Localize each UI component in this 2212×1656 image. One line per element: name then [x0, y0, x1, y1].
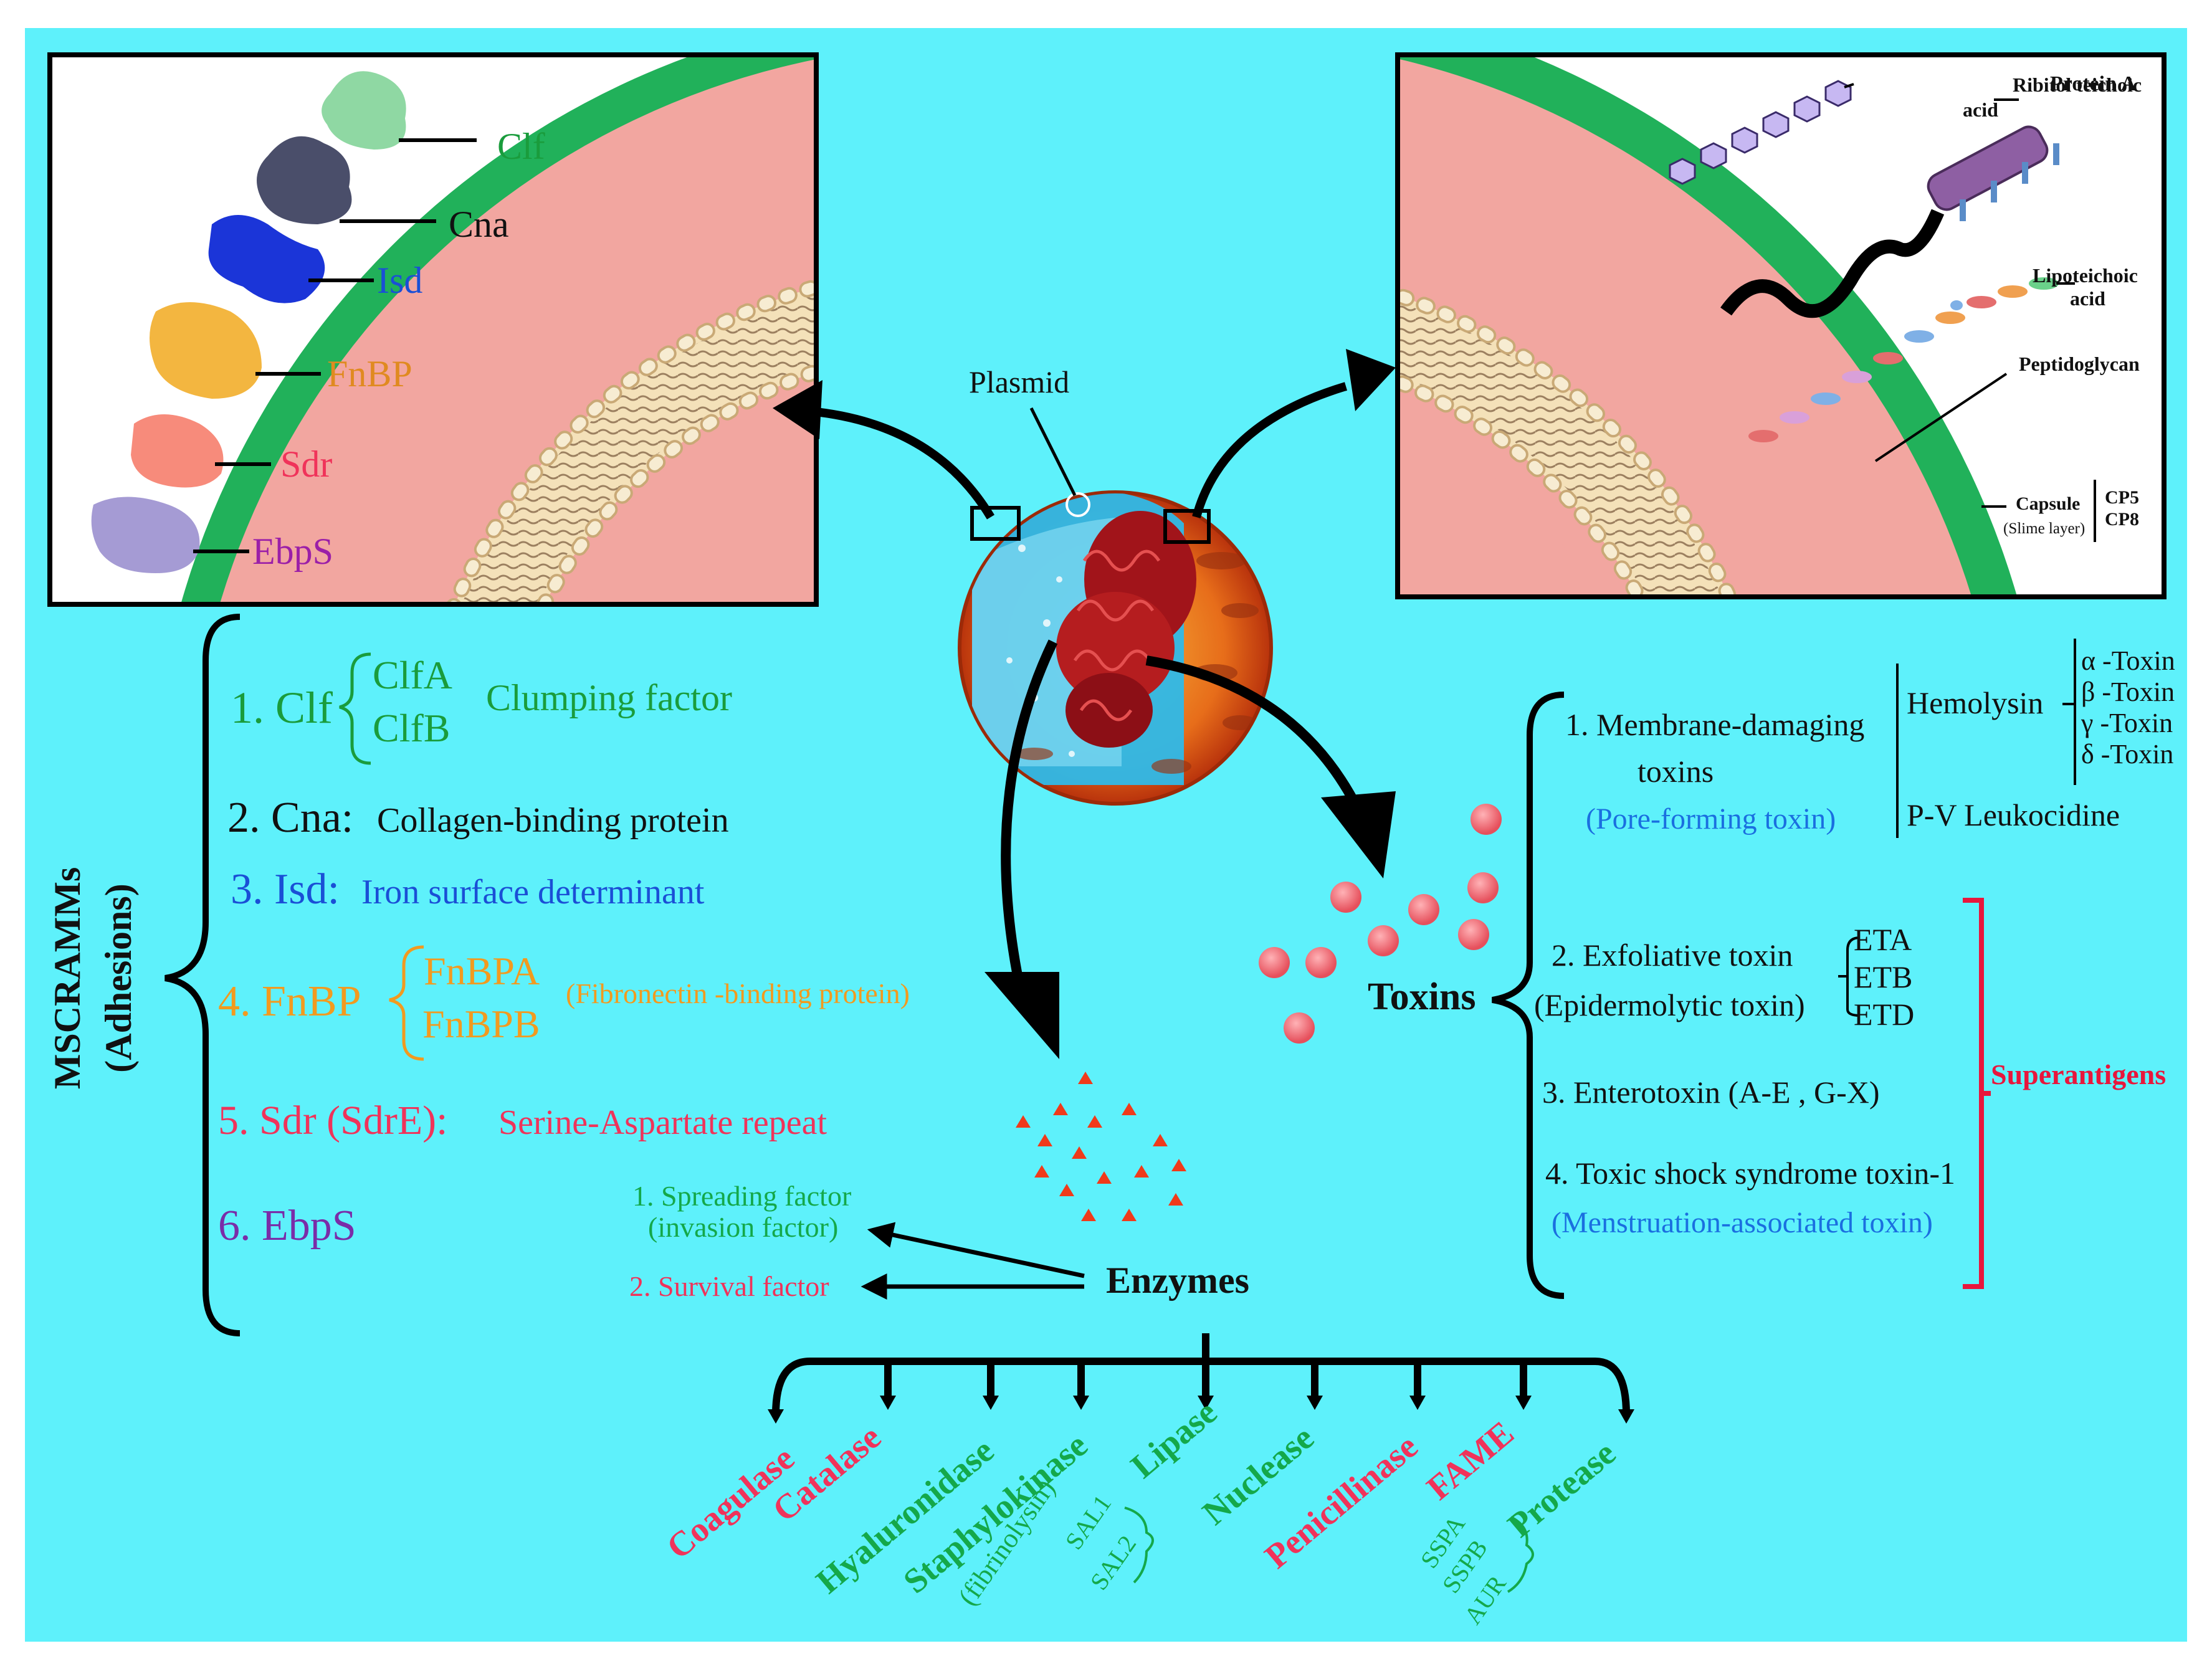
mscramm-fnbp-desc: (Fibronectin -binding protein) [566, 978, 910, 1009]
sdr-protein-blob [131, 414, 224, 488]
toxin-enterotoxin: 3. Enterotoxin (A-E , G-X) [1542, 1075, 1880, 1110]
toxin-etb: ETB [1854, 959, 1912, 994]
mscramm-sdr-desc: Serine-Aspartate repeat [498, 1103, 827, 1142]
toxin-pv-leukocidine: P-V Leukocidine [1907, 797, 2120, 832]
fnbp-protein-blob [150, 302, 262, 399]
ebps-protein-blob [91, 497, 200, 573]
toxin-beta: β -Toxin [2081, 677, 2175, 707]
mscramm-fnbpa: FnBPA [424, 949, 540, 993]
toxin-dots [1259, 804, 1502, 1044]
toxin-membrane-1: 1. Membrane-damaging [1565, 707, 1864, 742]
cell-zoom-box-right [1163, 509, 1211, 544]
mscramms-title: MSCRAMMs [47, 867, 88, 1090]
right-cell-wall-panel: Ribitol teichoic acid Protein A Lipoteic… [1395, 52, 2167, 599]
left-cell-wall-panel: Clf Cna Isd FnBP Sdr EbpS [47, 52, 819, 607]
label-ebps: EbpS [252, 531, 333, 572]
mscramm-cna-desc: Collagen-binding protein [377, 801, 729, 840]
label-capsule: Capsule [2016, 493, 2080, 514]
bacterium-cell [958, 407, 1273, 806]
label-slime-layer: (Slime layer) [2003, 520, 2085, 537]
toxins-brace [1492, 692, 1565, 1299]
mscramm-clf: 1. Clf [231, 683, 333, 733]
label-clf: Clf [497, 126, 545, 167]
toxin-tsst: 4. Toxic shock syndrome toxin-1 [1545, 1156, 1955, 1191]
label-cp5: CP5 [2105, 487, 2139, 508]
toxin-alpha: α -Toxin [2081, 645, 2175, 676]
mscramm-fnbpb: FnBPB [422, 1002, 540, 1046]
clf-protein-blob [322, 71, 406, 150]
toxin-eta: ETA [1854, 922, 1912, 957]
toxin-menstruation: (Menstruation-associated toxin) [1552, 1206, 1933, 1239]
arrow-to-right-panel [1346, 349, 1396, 411]
left-panel-border [47, 52, 819, 607]
arrow-to-toxins [1321, 791, 1396, 878]
spreading-factor-2: (invasion factor) [648, 1211, 838, 1243]
mscramm-sdr: 5. Sdr (SdrE): [218, 1098, 447, 1143]
toxin-membrane-2: toxins [1638, 754, 1714, 789]
arrow-spreading-factor [867, 1222, 1085, 1278]
plasmid-pointer [1029, 407, 1077, 497]
enzymes-title: Enzymes [1106, 1260, 1249, 1301]
mscramms-group: MSCRAMMs (Adhesions) 1. Clf ClfA ClfB Cl… [47, 614, 910, 1336]
isd-protein-blob [208, 215, 325, 303]
right-panel-border [1395, 52, 2167, 599]
mscramm-clfa: ClfA [373, 653, 452, 697]
mscramm-isd-desc: Iron surface determinant [361, 873, 705, 911]
label-peptidoglycan: Peptidoglycan [2019, 353, 2140, 375]
toxins-title: Toxins [1368, 976, 1476, 1018]
label-protein-a: Protein A [2050, 72, 2137, 95]
superantigens-bracket [1963, 898, 1991, 1289]
arrow-to-left-panel [773, 380, 822, 439]
toxin-gamma: γ -Toxin [2081, 708, 2173, 738]
toxin-epidermolytic: (Epidermolytic toxin) [1534, 987, 1805, 1022]
enzyme-triangles [1016, 1072, 1186, 1221]
superantigens-label: Superantigens [1991, 1059, 2166, 1090]
label-isd: Isd [377, 260, 422, 301]
enzyme-tree [772, 1333, 1630, 1415]
toxin-delta: δ -Toxin [2081, 739, 2173, 769]
label-ribitol-1: Ribitol teichoic [2013, 74, 2142, 96]
cell-zoom-box-left [970, 506, 1021, 541]
spreading-factor-1: 1. Spreading factor [632, 1180, 851, 1212]
mscramm-clfb: ClfB [373, 706, 450, 750]
arrow-to-enzymes [984, 972, 1059, 1059]
label-lipoteichoic-1: Lipoteichoic [2033, 264, 2138, 287]
ribitol-teichoic-acid-chain [1669, 80, 1852, 185]
membrane-layer [219, 59, 816, 604]
plasmid-label: Plasmid [969, 364, 1069, 399]
label-cp8: CP8 [2105, 509, 2139, 530]
toxin-exfoliative: 2. Exfoliative toxin [1552, 938, 1793, 973]
toxin-etd: ETD [1854, 997, 1914, 1032]
survival-factor: 2. Survival factor [629, 1270, 829, 1302]
lipoteichoic-acid-chain [1748, 277, 2059, 442]
mscramms-subtitle: (Adhesions) [98, 883, 139, 1072]
mscramm-clf-desc: Clumping factor [486, 677, 732, 718]
label-fnbp: FnBP [327, 353, 412, 394]
toxin-pore-forming: (Pore-forming toxin) [1586, 802, 1836, 835]
label-ribitol-2: acid [1963, 98, 1998, 121]
mscramm-cna: 2. Cna: [227, 794, 353, 842]
toxin-hemolysin: Hemolysin [1907, 685, 2043, 720]
cna-protein-blob [257, 136, 352, 224]
mscramm-fnbp: 4. FnBP [218, 978, 361, 1025]
label-sdr: Sdr [280, 444, 332, 485]
label-lipoteichoic-2: acid [2070, 287, 2105, 310]
plasmid-ring [1065, 492, 1090, 517]
protein-a-structure [1720, 125, 2059, 318]
cell-arrows [773, 349, 1396, 1059]
mscramms-brace [164, 614, 241, 1336]
mscramm-isd: 3. Isd: [231, 865, 340, 913]
mscramm-ebps: 6. EbpS [218, 1202, 356, 1250]
label-cna: Cna [449, 204, 509, 245]
toxin-list: 1. Membrane-damaging toxins (Pore-formin… [1534, 639, 2175, 1289]
